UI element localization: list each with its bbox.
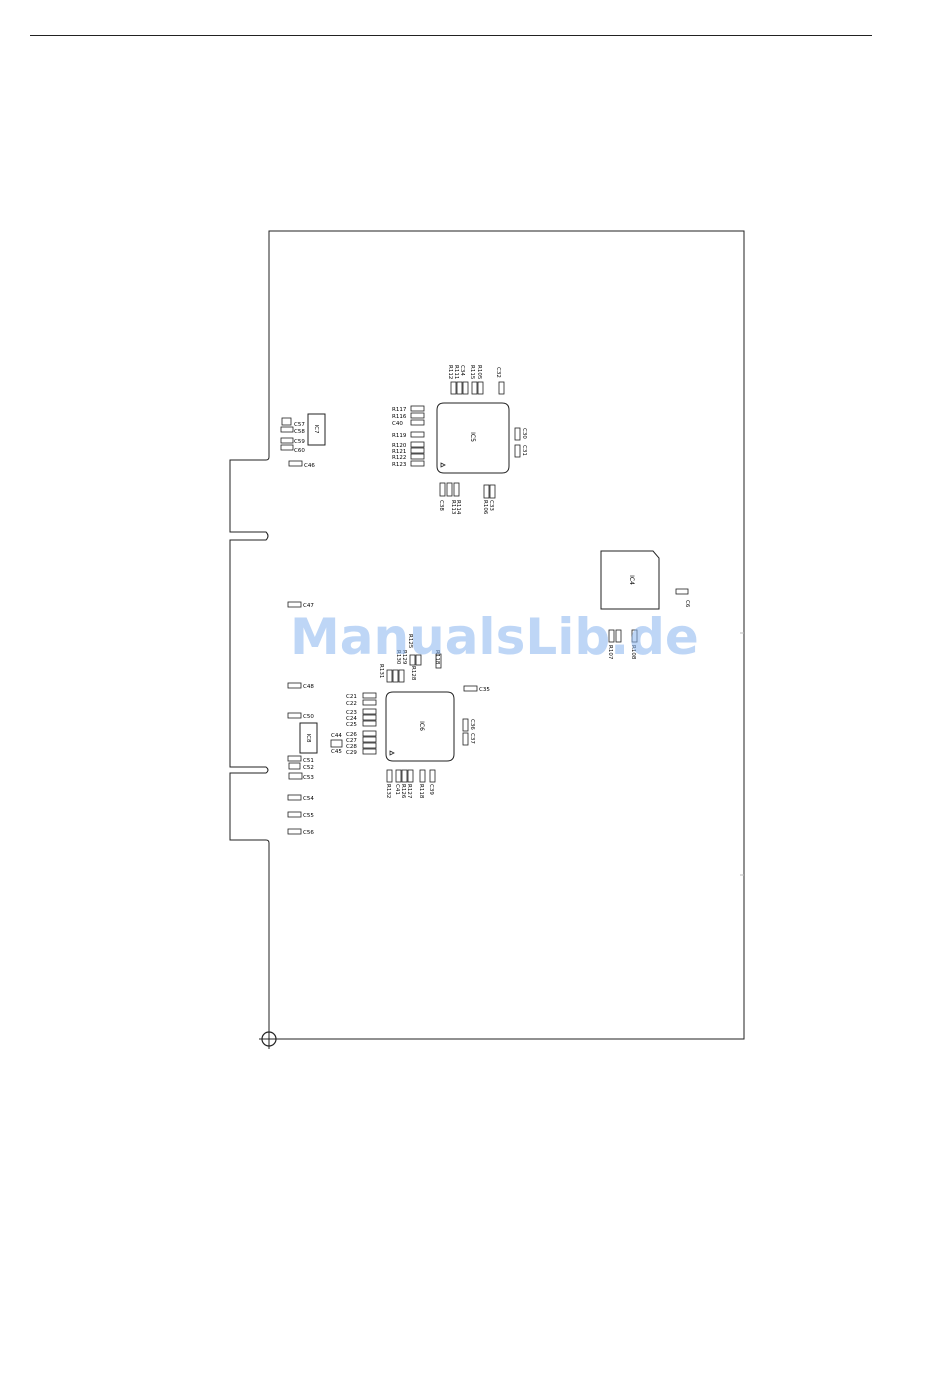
left-column-label: C51 [303,758,314,764]
ic6-left-label: C23 [346,710,357,716]
ic6-left-parts [362,692,377,755]
ic5-bottom-parts [439,482,496,499]
ic6-bottom-parts [386,769,436,783]
ic5-bottom-label: C38 [438,500,444,511]
ic7-chip [307,413,326,446]
ic5-top-label: C32 [495,367,501,378]
ic5-top-label: C34 [459,365,465,376]
left-column-label: C53 [303,775,314,781]
ic5-left-label: R123 [392,462,407,468]
ic5-top-parts [450,381,505,395]
ic6-left-label: C26 [346,732,357,738]
ic5-top-label: R115 [469,365,475,380]
ic6-left-label: C44 [331,733,342,739]
ic5-left-label: R119 [392,433,407,439]
ic6-bottom-label: C41 [394,784,400,795]
ic5-left-label: R120 [392,443,407,449]
ic4-part [615,629,622,643]
ic5-bottom-label: C33 [488,500,494,511]
ic7-label: IC7 [313,425,319,434]
ic5-left-label: R116 [392,414,407,420]
left-column-label: C47 [303,603,314,609]
ic6-top-label: R128 [410,666,416,681]
left-column-label: C52 [303,765,314,771]
ic7-parts [280,417,303,467]
ic6-left-label: C22 [346,701,357,707]
ic6-right-label: C35 [479,687,490,693]
registration-mark [259,1029,279,1049]
ic6-left-label: C29 [346,750,357,756]
ic6-label: IC6 [418,721,425,731]
ic4-chip [600,550,660,610]
ic6-left-label: C28 [346,744,357,750]
ic6-top-label: R131 [378,664,384,678]
ic6-top-label: R129 [401,650,407,665]
ic4-part-label: R108 [630,645,636,660]
ic7-part-label: C58 [294,429,305,435]
ic5-left-label: R117 [392,407,407,413]
ic6-pin1-marker [389,750,395,756]
ic6-left-label: C45 [331,749,342,755]
ic6-right-label: C37 [469,733,475,744]
ic6-right-label: C36 [469,719,475,730]
ic8-chip [299,722,318,754]
ic5-left-label: C40 [392,421,403,427]
ic6-bottom-label: R127 [406,784,412,799]
ic4-part [608,629,615,643]
ic5-right-label: C30 [521,428,527,439]
ic6-left-label: C25 [346,722,357,728]
left-column-parts [287,601,303,835]
ic6-bottom-label: R132 [385,784,391,798]
ic5-bottom-label: R113 [450,500,456,515]
ic4-part-label: C6 [684,600,690,608]
ic5-top-label: R112 [447,365,453,379]
ic7-part-label: C57 [294,422,305,428]
ic8-label: IC8 [305,734,311,743]
ic6-left-label: C27 [346,738,357,744]
left-column-label: C56 [303,830,314,836]
ic5-top-label: R105 [476,365,482,380]
ic5-top-label: R111 [453,365,459,379]
ic5-left-label: R121 [392,449,406,455]
left-column-label: C54 [303,796,314,802]
left-column-label: C50 [303,714,314,720]
header-rule [30,35,872,36]
ic7-part-label: C59 [294,439,305,445]
ic5-left-parts [410,405,425,467]
ic7-part-label: C46 [304,463,315,469]
ic4-label: IC4 [628,575,635,585]
ic5-label: IC5 [469,432,476,442]
left-column-label: C48 [303,684,314,690]
ic6-top-label: R118 [434,650,440,665]
ic6-left-label: C21 [346,694,357,700]
ic4-part [675,588,689,595]
ic4-part-label: R107 [607,645,613,660]
left-column-label: C55 [303,813,314,819]
ic6-bottom-label: R126 [400,784,406,799]
ic5-bottom-label: R114 [455,500,461,515]
ic6-right-parts [462,685,478,746]
ic5-bottom-label: R106 [482,500,488,515]
ic5-left-label: R122 [392,455,406,461]
ic5-pin1-marker [440,462,446,468]
ic6-bottom-label: R118 [418,784,424,799]
ic6-chip [385,691,455,762]
board-outline [229,230,745,1040]
ic5-right-label: C31 [521,445,527,456]
ic6-top-label: R130 [395,650,401,665]
watermark: ManualsLib.de [290,608,699,666]
ic6-bottom-label: C39 [428,784,434,795]
ic7-part-label: C60 [294,448,305,454]
ic6-top-parts [386,653,442,683]
ic5-chip [436,402,510,474]
ic5-right-parts [514,427,521,458]
ic6-top-label: R125 [407,634,413,649]
ic4-part [631,629,638,643]
ic8-part [330,739,343,748]
ic6-left-label: C24 [346,716,357,722]
